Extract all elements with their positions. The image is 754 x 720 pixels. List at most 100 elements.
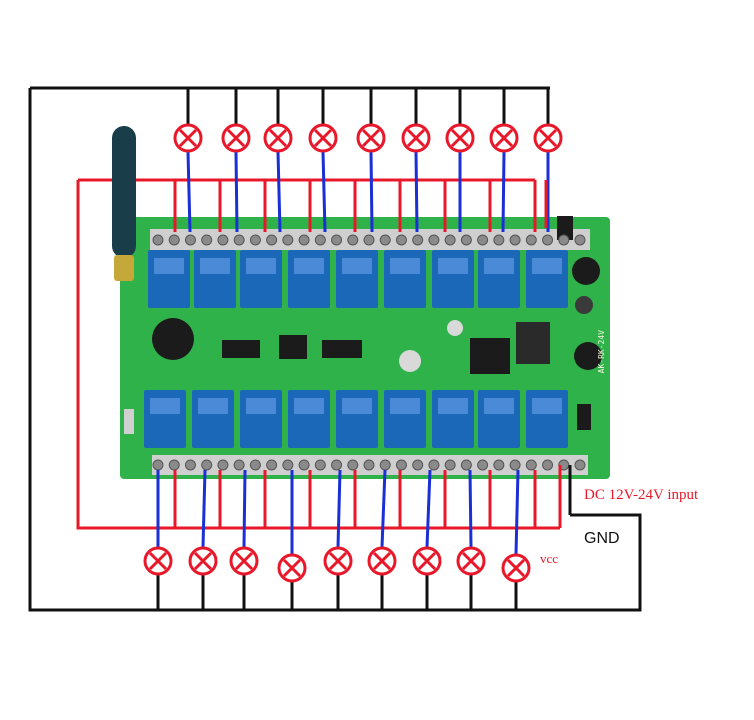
- antenna-icon: [112, 126, 136, 281]
- lamp-load-icon: [356, 123, 386, 153]
- load-wire: [186, 151, 192, 233]
- load-wire: [234, 151, 239, 233]
- terminal-screw: [509, 459, 521, 471]
- terminal-screw: [266, 459, 278, 471]
- ic-chip: [222, 340, 260, 358]
- lamp-load-icon: [533, 123, 563, 153]
- load-wire: [425, 469, 432, 548]
- terminal-screw: [282, 234, 294, 246]
- terminal-screw: [574, 459, 586, 471]
- load-wire: [501, 151, 506, 233]
- terminal-screw: [412, 234, 424, 246]
- relay-icon: [384, 250, 426, 308]
- relay-icon: [432, 250, 474, 308]
- relay-icon: [526, 390, 568, 448]
- terminal-screw: [233, 234, 245, 246]
- terminal-screw: [249, 234, 261, 246]
- terminal-screw: [314, 234, 326, 246]
- terminal-screw: [509, 234, 521, 246]
- lamp-load-icon: [143, 546, 173, 576]
- terminal-screw: [428, 459, 440, 471]
- supply-leads: [544, 180, 572, 528]
- terminal-screw: [282, 459, 294, 471]
- relay-icon: [288, 390, 330, 448]
- terminal-screw: [184, 234, 196, 246]
- relay-icon: [148, 250, 190, 308]
- terminal-screw: [298, 459, 310, 471]
- relay-icon: [478, 390, 520, 448]
- terminal-screw: [542, 234, 554, 246]
- lamp-load-icon: [456, 546, 486, 576]
- terminal-screw: [395, 459, 407, 471]
- terminal-screw: [477, 459, 489, 471]
- terminal-screw: [395, 234, 407, 246]
- terminal-screw: [444, 459, 456, 471]
- relay-icon: [288, 250, 330, 308]
- relay-icon: [336, 390, 378, 448]
- terminal-screw: [558, 234, 570, 246]
- terminal-block-top: [152, 234, 586, 246]
- terminal-screw: [477, 234, 489, 246]
- terminal-screw: [152, 459, 164, 471]
- terminal-screw: [525, 234, 537, 246]
- terminal-screw: [444, 234, 456, 246]
- top-lamps: [173, 123, 563, 153]
- load-wire: [514, 469, 520, 555]
- lamp-load-icon: [445, 123, 475, 153]
- terminal-screw: [379, 459, 391, 471]
- buzzer: [152, 318, 194, 360]
- gnd-label: GND: [584, 530, 620, 547]
- terminal-screw: [331, 459, 343, 471]
- terminal-screw: [460, 459, 472, 471]
- relay-icon: [240, 250, 282, 308]
- connector: [557, 216, 573, 240]
- terminal-screw: [363, 234, 375, 246]
- terminal-screw: [233, 459, 245, 471]
- lamp-load-icon: [277, 553, 307, 583]
- terminal-screw: [266, 234, 278, 246]
- lamp-load-icon: [173, 123, 203, 153]
- terminal-screw: [168, 234, 180, 246]
- load-wire: [201, 469, 207, 548]
- load-wire: [369, 151, 374, 233]
- terminal-screw: [412, 459, 424, 471]
- terminal-screw: [217, 234, 229, 246]
- lamp-load-icon: [188, 546, 218, 576]
- relay-icon: [240, 390, 282, 448]
- terminal-screw: [314, 459, 326, 471]
- capacitor: [447, 320, 463, 336]
- lamp-load-icon: [263, 123, 293, 153]
- load-wire: [380, 469, 387, 548]
- lamp-load-icon: [308, 123, 338, 153]
- regulator: [516, 322, 550, 364]
- lamp-load-icon: [323, 546, 353, 576]
- load-wire: [321, 151, 327, 233]
- terminal-screw: [379, 234, 391, 246]
- lamp-load-icon: [401, 123, 431, 153]
- relay-icon: [432, 390, 474, 448]
- lamp-load-icon: [501, 553, 531, 583]
- terminal-screw: [363, 459, 375, 471]
- terminal-screw: [184, 459, 196, 471]
- common-wire-frame: [28, 86, 642, 612]
- capacitor: [575, 296, 593, 314]
- lamp-load-icon: [367, 546, 397, 576]
- lamp-load-icon: [221, 123, 251, 153]
- terminal-screw: [542, 459, 554, 471]
- terminal-block-bottom: [152, 459, 586, 471]
- terminal-screw: [493, 459, 505, 471]
- lamp-load-icon: [489, 123, 519, 153]
- relay-icon: [526, 250, 568, 308]
- ic-chip: [279, 335, 307, 359]
- load-wire: [468, 469, 473, 548]
- terminal-screw: [217, 459, 229, 471]
- terminal-screw: [249, 459, 261, 471]
- board-model-label: AK-RK-24V: [597, 330, 606, 374]
- capacitor: [399, 350, 421, 372]
- terminal-screw: [493, 234, 505, 246]
- terminal-screw: [347, 459, 359, 471]
- capacitor: [572, 257, 600, 285]
- capacitor: [574, 342, 602, 370]
- terminal-screw: [428, 234, 440, 246]
